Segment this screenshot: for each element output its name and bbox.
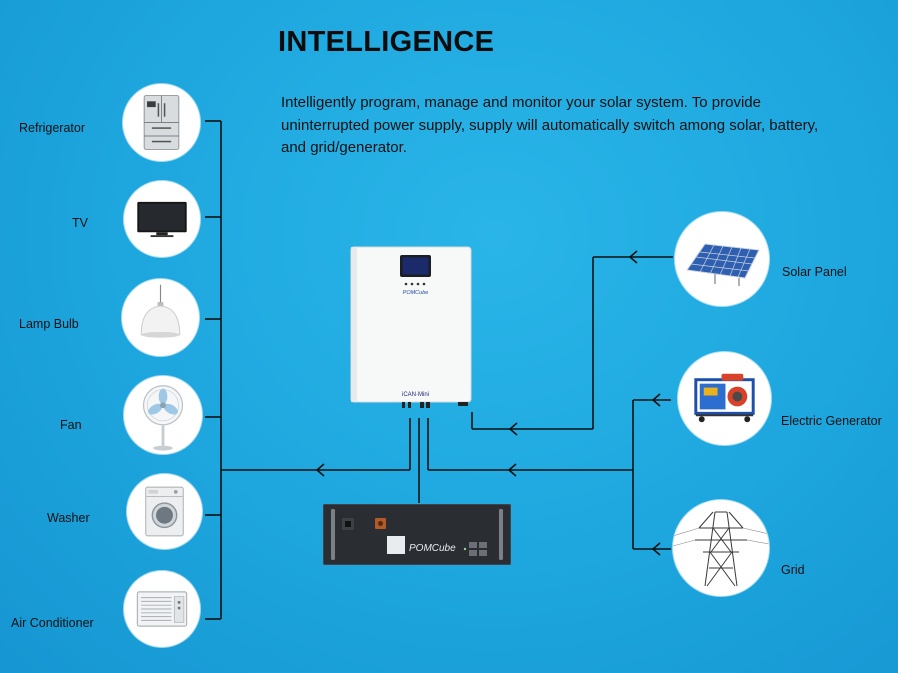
electric-generator-icon (678, 352, 771, 445)
load-label-lamp-bulb: Lamp Bulb (19, 317, 79, 331)
load-label-tv: TV (72, 216, 88, 230)
inverter-brand-label: POMCube (403, 290, 429, 296)
air-conditioner-icon (124, 571, 200, 647)
grid-tower-icon (673, 500, 769, 596)
washer-icon (127, 474, 202, 549)
inverter-model-label: iCAN·Mini (402, 392, 429, 398)
lamp-bulb-icon (122, 279, 199, 356)
battery-brand-label: POMCube (409, 543, 456, 554)
source-label-electric-generator: Electric Generator (781, 414, 882, 428)
load-label-air-conditioner: Air Conditioner (11, 616, 94, 630)
fan-icon (124, 376, 202, 454)
load-label-washer: Washer (47, 511, 90, 525)
refrigerator-icon (123, 84, 200, 161)
source-label-solar-panel: Solar Panel (782, 265, 847, 279)
load-label-refrigerator: Refrigerator (19, 121, 85, 135)
inverter-unit: POMCube iCAN·Mini (350, 246, 472, 408)
battery-unit: POMCube (323, 504, 511, 565)
load-label-fan: Fan (60, 418, 82, 432)
source-label-grid: Grid (781, 563, 805, 577)
solar-panel-icon (675, 212, 769, 306)
tv-icon (124, 181, 200, 257)
